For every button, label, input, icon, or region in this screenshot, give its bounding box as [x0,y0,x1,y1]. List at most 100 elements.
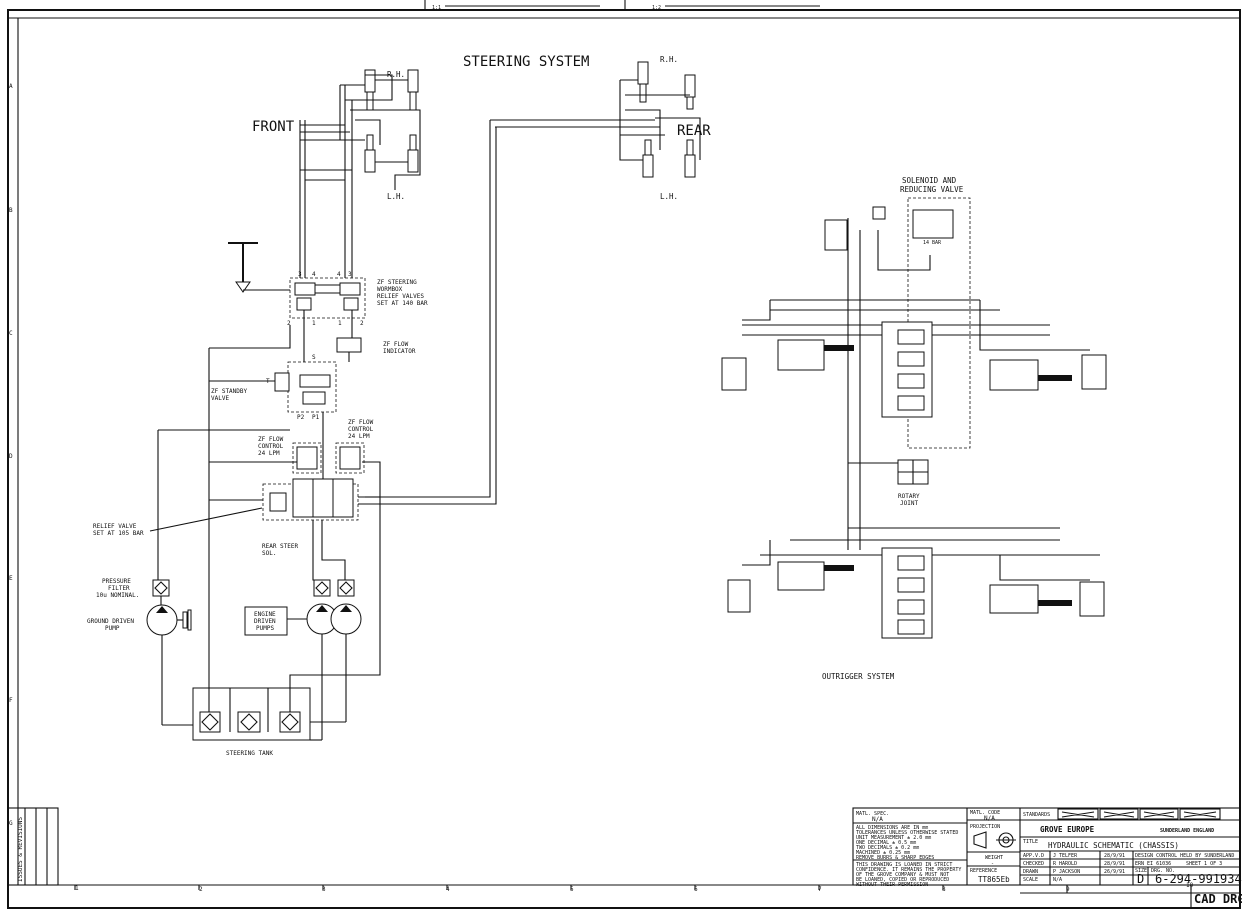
column-number: 4 [446,886,450,893]
standby-port-label: P2 [297,414,305,421]
scale-value: N/A [1053,877,1062,883]
scale-label: SCALE [1023,877,1038,883]
column-number: 3 [322,886,326,893]
lh-label-front: L.H. [387,192,405,201]
projection-label: PROJECTION [970,824,1000,830]
size-value: D [1137,872,1144,886]
zf-standby-valve [209,361,337,413]
matl-spec-value: N/A [872,816,883,823]
front-steering-cylinders [300,69,421,190]
matl-code-label: MATL. CODE [970,810,1000,816]
column-number: 7 [818,886,822,893]
wormbox-label: ZF STEERING WORMBOX RELIEF VALVES SET AT… [377,279,428,307]
lh-label-rear: L.H. [660,192,678,201]
solenoid-reducing-valve [848,197,971,449]
column-number: 2 [199,886,203,893]
app-date: 28/9/91 [1104,853,1125,859]
standby-port-label: S [312,354,316,361]
title-label: TITLE [1023,839,1038,845]
zf-steering-wormbox [289,277,366,325]
zf-flow-indicator [336,325,362,362]
pressure-filter [152,579,170,605]
row-letter: A [9,83,13,90]
drawing-frame: 1:1 1:2 1 2 3 4 5 6 7 8 9 10 A B C D E F… [7,0,1241,909]
checked-name: R HAROLD [1053,861,1077,867]
outrigger-cylinders [721,219,1107,617]
engine-pumps-label: ENGINE DRIVEN PUMPS [254,611,279,632]
design-control: DESIGN CONTROL HELD BY SUNDERLAND [1135,853,1234,859]
column-number: 5 [570,886,574,893]
wormbox-port-label: 4 [312,271,316,278]
left-circuit-lines [157,325,381,685]
steering-tank-label: STEERING TANK [226,750,273,757]
checked-label: CHECKED [1023,861,1044,867]
wormbox-port-label: 2 [287,320,291,327]
drawn-label: DRAWN [1023,869,1038,875]
column-number: 6 [694,886,698,893]
drawing-title: HYDRAULIC SCHEMATIC (CHASSIS) [1048,841,1179,850]
wormbox-port-label: 4 [337,271,341,278]
relief-valve-label: RELIEF VALVE SET AT 105 BAR [93,523,144,537]
wormbox-port-label: 1 [338,320,342,327]
app-label: APP.V.D [1023,853,1044,859]
row-letter: D [9,453,13,460]
row-letter: G [9,820,13,827]
solenoid-valve-label: SOLENOID AND REDUCING VALVE [900,176,964,194]
wormbox-port-label: 3 [298,271,302,278]
flow-control-left-label: ZF FLOW CONTROL 24 LPM [258,436,287,457]
standby-valve-label: ZF STANDBY VALVE [211,388,251,402]
reference-label: REFERENCE [970,868,997,874]
rear-steering-cylinders [490,61,701,178]
rear-steer-solenoid-valve [262,478,359,521]
rotary-joint-label: ROTARY JOINT [898,493,923,507]
outrigger-upper-valve-bank [881,321,933,418]
standby-port-label: P1 [312,414,320,421]
revisions-block: ISSUES & REVISIONS [7,807,59,886]
checked-date: 28/9/91 [1104,861,1125,867]
front-label: FRONT [252,119,295,135]
column-number: 1 [75,885,79,892]
sheet-number: SHEET 1 OF 3 [1186,861,1222,867]
drawn-date: 26/9/91 [1104,869,1125,875]
company-location: SUNDERLAND ENGLAND [1160,828,1214,834]
loan-notes: THIS DRAWING IS LOANED IN STRICT CONFIDE… [856,862,964,888]
drg-no-label: DRG. NO. [1151,868,1175,874]
ground-pump-label: GROUND DRIVEN PUMP [87,618,138,632]
company-name: GROVE EUROPE [1040,825,1095,834]
scale-1-1-label: 1:1 [432,5,441,11]
ground-driven-pump [146,604,193,726]
row-letter: C [9,330,13,337]
drawing-number: 6-294-991934 [1155,872,1242,886]
column-number: 9 [1066,886,1070,893]
rear-label: REAR [677,123,711,139]
rh-label-front: R.H. [387,70,405,79]
drawn-name: P JACKSON [1053,869,1080,875]
column-number: 8 [942,886,946,893]
bar-14-label: 14 BAR [923,240,942,246]
tolerance-notes: ALL DIMENSIONS ARE IN mm TOLERANCES UNLE… [856,825,961,861]
revisions-label: ISSUES & REVISIONS [17,817,24,882]
ern-number: ERN EI 61036 [1135,861,1171,867]
weight-label: WEIGHT [985,855,1003,861]
app-name: J TELFER [1053,853,1078,859]
relief-valve-leader [149,507,263,532]
rear-steer-sol-label: REAR STEER SOL. [262,543,302,557]
steering-wheel [228,242,290,293]
standards-label: STANDARDS [1023,812,1050,818]
reference-value: TT865Eb [978,875,1010,884]
weight-value: - [991,861,994,867]
rear-supply-lines [358,120,497,505]
steering-tank [192,685,311,741]
title-block [852,807,1241,908]
cad-drg-label: CAD DRG [1194,892,1242,906]
flow-control-right-label: ZF FLOW CONTROL 24 LPM [348,419,377,440]
engine-driven-pumps [244,579,362,741]
flow-control-valves [292,442,365,474]
size-label: SIZE [1135,868,1147,874]
pressure-filter-label: PRESSURE FILTER 10u NOMINAL. [96,578,139,599]
standby-port-label: T [266,378,270,385]
row-letter: B [9,207,13,214]
row-letter: F [9,697,13,704]
matl-code-value: N/A [984,815,995,822]
